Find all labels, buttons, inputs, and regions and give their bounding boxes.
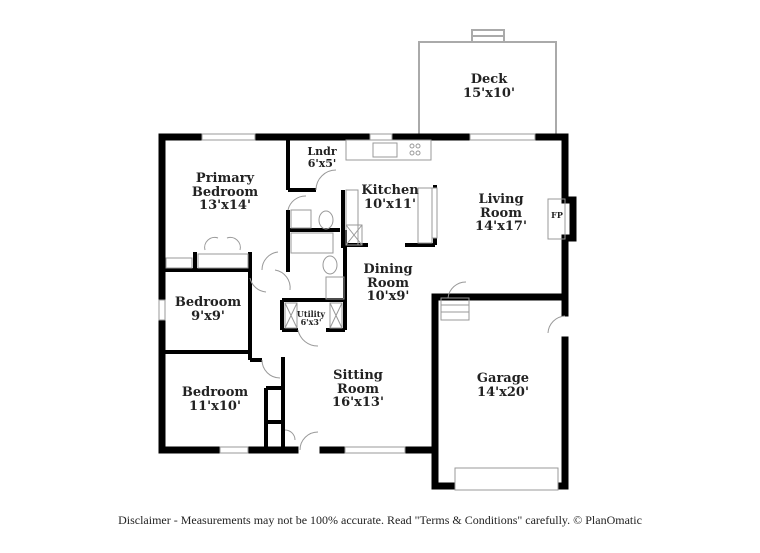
room-label-kitchen: Kitchen 10'x11' — [361, 184, 418, 211]
room-label-laundry: Lndr 6'x5' — [307, 146, 336, 169]
room-label-utility: Utility 6'x3' — [297, 310, 325, 327]
room-label-bedroom-2: Bedroom 9'x9' — [175, 296, 241, 323]
room-dimensions: 14'x17' — [475, 219, 527, 235]
room-dimensions: 11'x10' — [189, 398, 241, 414]
room-label-dining-room: Dining Room 10'x9' — [363, 263, 412, 304]
room-name: Garage — [476, 371, 530, 386]
room-name: FP — [551, 210, 563, 220]
room-name-line2: Bedroom — [191, 184, 259, 200]
fixtures — [165, 139, 566, 329]
room-name-line2: Room — [337, 381, 379, 397]
room-name: Kitchen — [361, 183, 419, 198]
room-name: Bedroom — [181, 385, 249, 400]
room-name-line1: Primary — [195, 171, 255, 186]
room-label-deck: Deck 15'x10' — [463, 73, 515, 100]
room-name: Bedroom — [174, 295, 242, 310]
door-swings — [204, 169, 566, 451]
disclaimer-text: Disclaimer - Measurements may not be 100… — [118, 513, 642, 527]
room-label-living-room: Living Room 14'x17' — [475, 193, 527, 234]
room-dimensions: 10'x9' — [366, 289, 410, 305]
room-name-line1: Living — [478, 192, 524, 207]
room-name-line1: Sitting — [333, 368, 383, 383]
room-dimensions: 9'x9' — [191, 308, 225, 324]
room-label-primary-bedroom: Primary Bedroom 13'x14' — [192, 172, 258, 213]
room-dimensions: 16'x13' — [332, 395, 384, 411]
room-name-line2: Room — [367, 275, 409, 291]
exterior-walls — [158, 133, 577, 490]
room-name: Deck — [470, 72, 508, 87]
room-label-garage: Garage 14'x20' — [477, 372, 529, 399]
room-dimensions: 13'x14' — [199, 198, 251, 214]
room-dimensions: 15'x10' — [463, 85, 515, 101]
room-dimensions: 6'x5' — [307, 156, 337, 170]
room-label-bedroom-3: Bedroom 11'x10' — [182, 386, 248, 413]
room-dimensions: 14'x20' — [477, 384, 529, 400]
room-name-line1: Dining — [363, 262, 413, 277]
room-name: Lndr — [307, 145, 337, 158]
room-dimensions: 10'x11' — [364, 196, 416, 212]
room-name: Utility — [296, 309, 326, 319]
room-name-line2: Room — [480, 205, 522, 221]
room-dimensions: 6'x3' — [300, 317, 322, 328]
room-label-sitting-room: Sitting Room 16'x13' — [332, 369, 384, 410]
room-label-fireplace: FP — [551, 210, 563, 220]
